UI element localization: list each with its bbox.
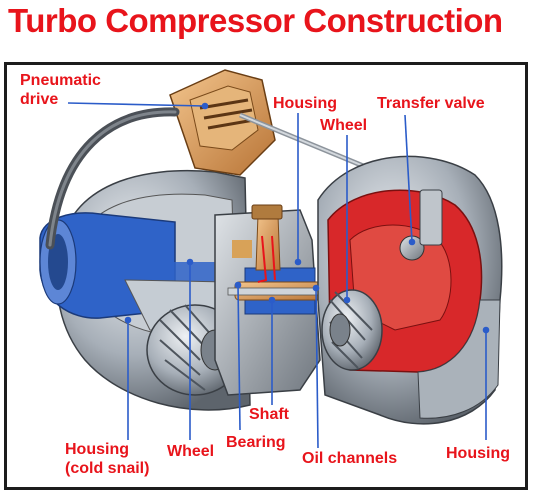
- pneumatic-drive-actuator: [169, 69, 429, 197]
- center-bearing-housing: [214, 204, 339, 396]
- label-shaft: Shaft: [249, 406, 289, 423]
- leader-oil-channels: [315, 287, 319, 449]
- label-transfer-valve: Transfer valve: [377, 95, 485, 112]
- label-pneumatic-drive-line2: drive: [20, 91, 59, 108]
- label-housing-top: Housing: [273, 95, 337, 112]
- label-wheel-bottom: Wheel: [167, 443, 215, 460]
- label-housing-right: Housing: [446, 445, 510, 462]
- leader-bearing: [237, 284, 241, 431]
- leader-transfer-valve: [404, 114, 413, 243]
- turbine-wheel: [321, 289, 383, 371]
- label-oil-channels: Oil channels: [302, 450, 398, 467]
- label-housing-cold-line1: Housing: [65, 441, 129, 458]
- label-pneumatic-drive-line1: Pneumatic: [20, 72, 101, 89]
- leader-pneumatic-drive: [67, 102, 206, 107]
- label-housing-cold-snail: Housing (cold snail): [65, 440, 149, 478]
- label-bearing: Bearing: [226, 434, 286, 451]
- label-pneumatic-drive: Pneumatic drive: [20, 71, 101, 109]
- diagram-title: Turbo Compressor Construction: [8, 2, 503, 39]
- label-wheel-top: Wheel: [320, 117, 368, 134]
- leader-lines: [67, 102, 490, 449]
- label-housing-cold-line2: (cold snail): [65, 460, 150, 477]
